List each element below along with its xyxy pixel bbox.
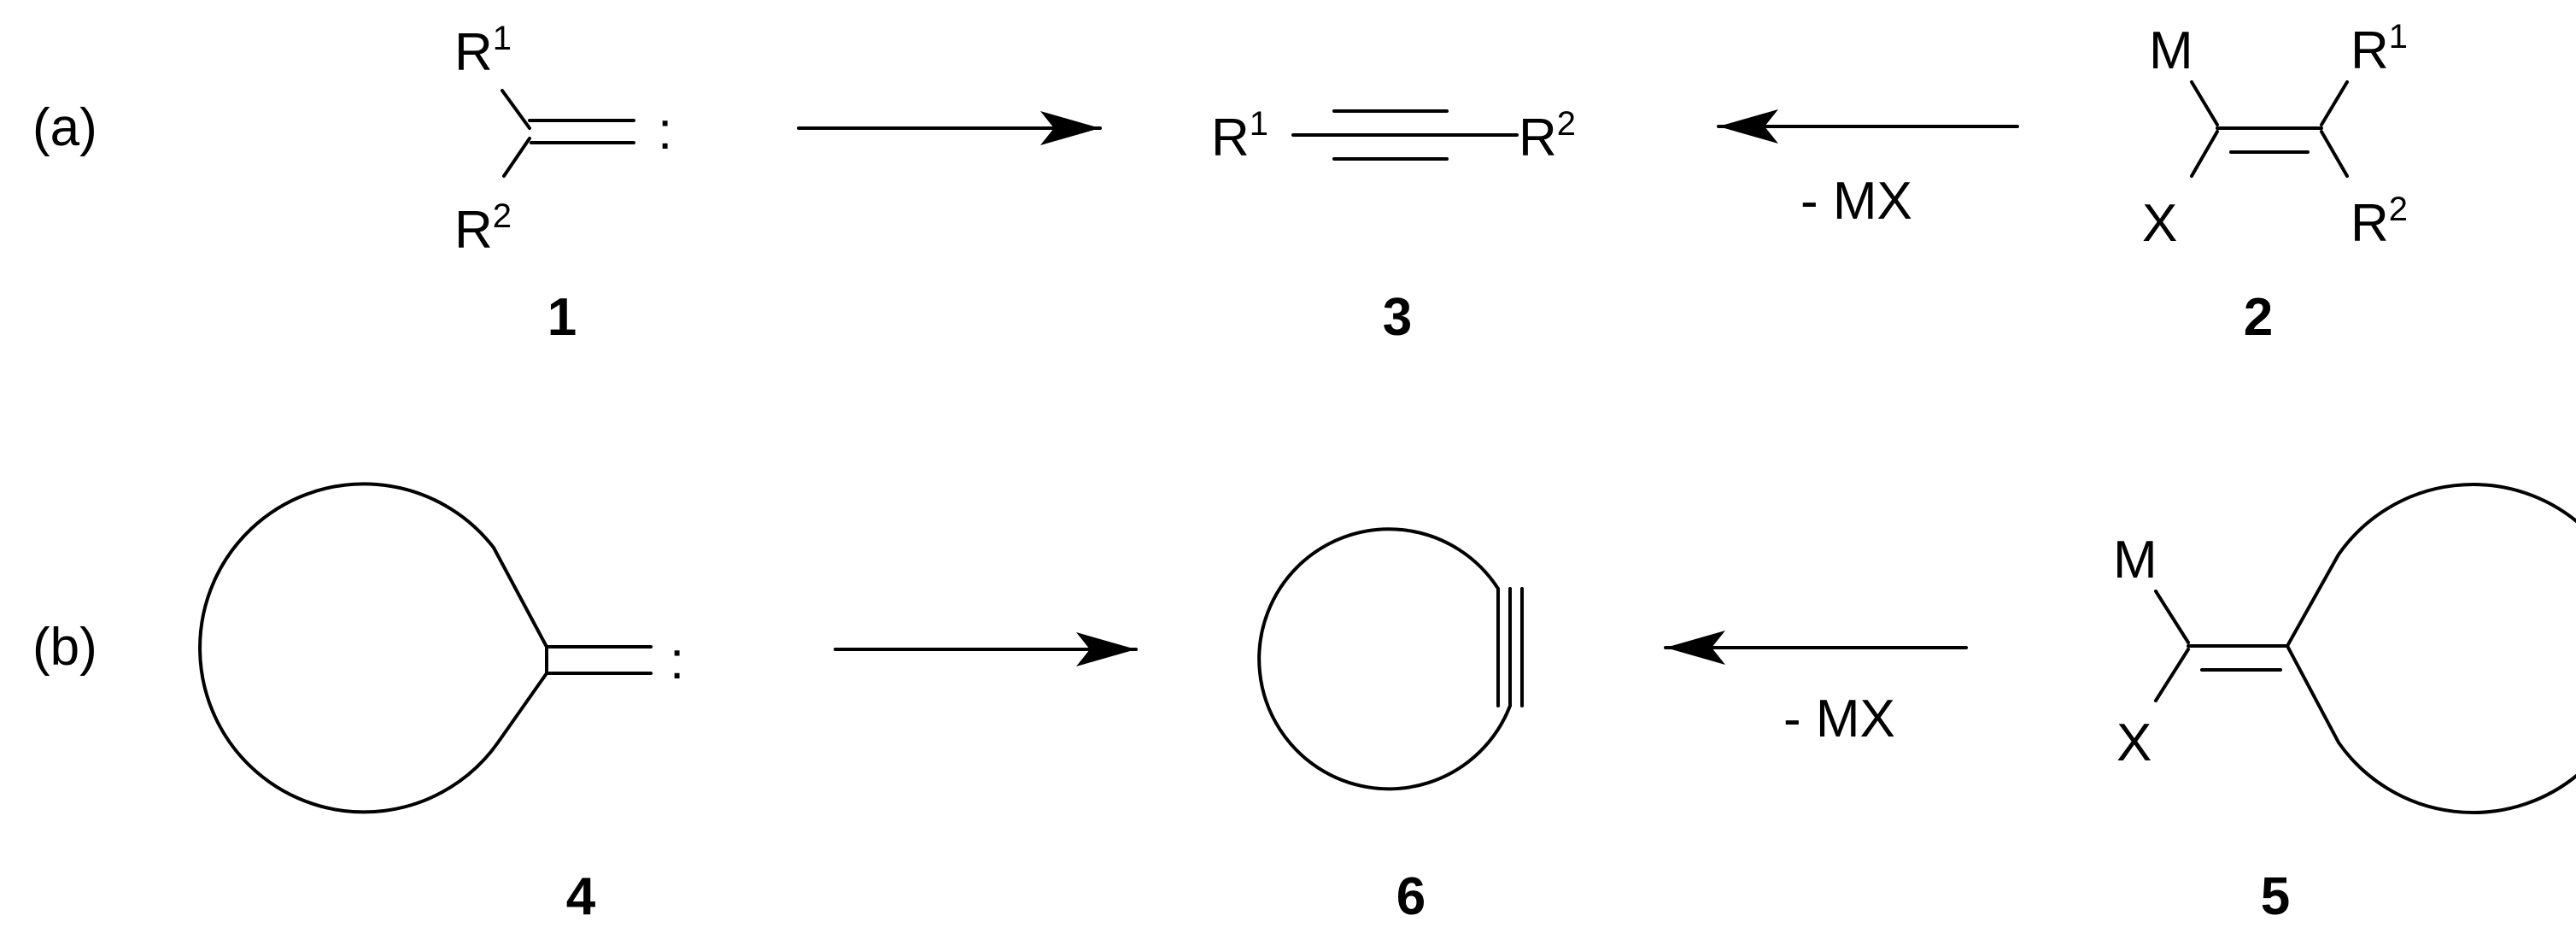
compound-5-metal-label: M — [2113, 531, 2157, 590]
row-b-label: (b) — [32, 618, 97, 677]
compound-5-number: 5 — [2261, 867, 2290, 926]
compound-6-number: 6 — [1396, 867, 1426, 926]
compound-5-halide-bond — [2154, 648, 2190, 702]
compound-2-r2-label: R2 — [2351, 191, 2408, 253]
compound-2-r2-bond — [2320, 130, 2349, 178]
compound-1-r1-label: R1 — [454, 20, 512, 82]
compound-5-cyclic-vinyl-metal-halide: M X — [2113, 483, 2576, 814]
compound-2-r1-label: R1 — [2351, 18, 2408, 80]
compound-4-cyclic-carbene: : — [198, 482, 684, 814]
compound-2-metal-bond — [2190, 80, 2219, 126]
compound-5-halide-label: X — [2116, 713, 2152, 772]
compound-2-halide-label: X — [2142, 194, 2177, 253]
row-a-label: (a) — [32, 98, 97, 157]
row-a-elimination-label: - MX — [1800, 172, 1912, 231]
compound-2-vinyl-metal-halide: M R1 X R2 — [2142, 18, 2408, 253]
compound-1-vinylidene: R1 : R2 — [454, 20, 672, 260]
compound-3-r1-label: R1 — [1211, 105, 1268, 167]
compound-6-ring — [1257, 527, 1512, 791]
row-b-elimination-label: - MX — [1783, 690, 1895, 748]
compound-3-alkyne: R1 R2 — [1211, 105, 1576, 167]
compound-3-r2-label: R2 — [1519, 105, 1576, 167]
compound-1-r2-label: R2 — [454, 197, 512, 260]
compound-1-lone-pair: : — [658, 102, 672, 161]
compound-4-lone-pair: : — [670, 631, 684, 690]
compound-2-r1-bond — [2320, 80, 2349, 126]
compound-1-r1-bond — [501, 89, 531, 130]
compound-2-halide-bond — [2190, 130, 2219, 178]
compound-1-r2-bond — [502, 137, 531, 178]
compound-1-number: 1 — [547, 288, 577, 347]
compound-4-ring — [198, 482, 548, 814]
compound-3-number: 3 — [1383, 288, 1412, 347]
compound-4-number: 4 — [566, 867, 596, 926]
compound-6-cycloalkyne — [1257, 527, 1524, 791]
compound-2-number: 2 — [2244, 288, 2273, 347]
compound-5-ring — [2285, 483, 2576, 814]
compound-2-metal-label: M — [2149, 21, 2193, 80]
compound-5-metal-bond — [2154, 590, 2190, 644]
